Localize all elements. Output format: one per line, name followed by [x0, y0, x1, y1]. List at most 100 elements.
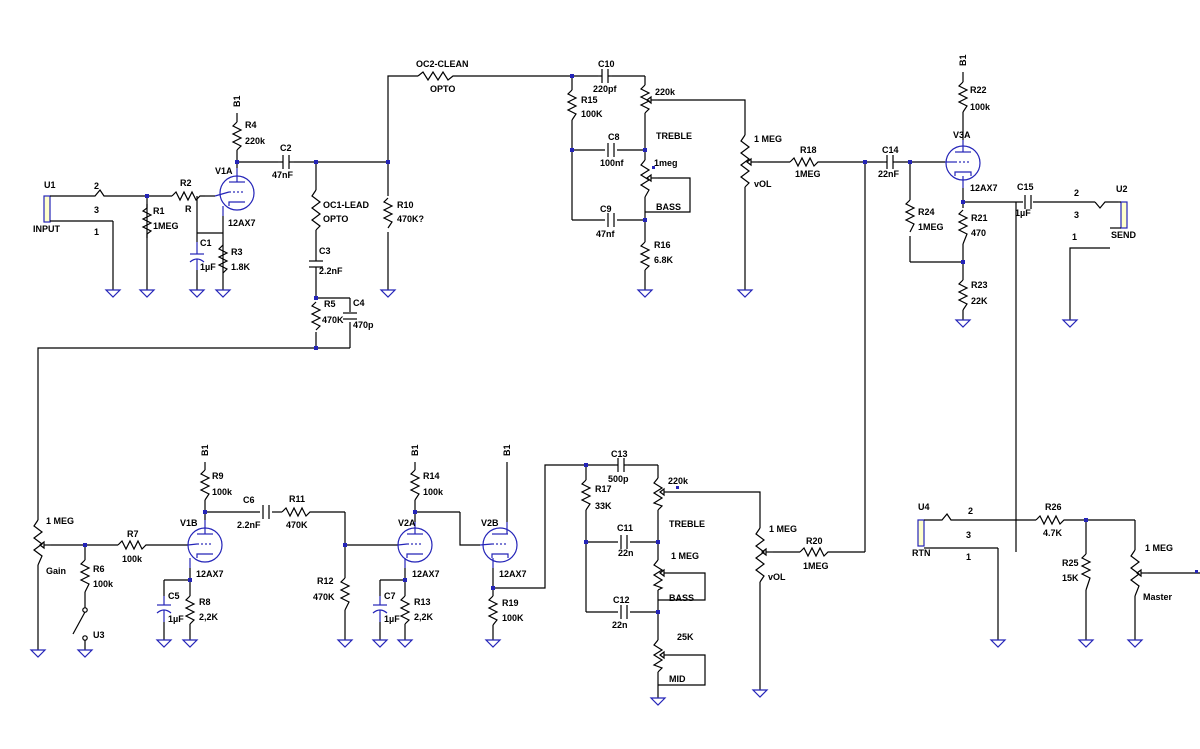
label-r9-value: 100k — [212, 487, 233, 497]
capacitor-c13 — [615, 458, 628, 472]
capacitor-c11 — [620, 535, 628, 549]
resistor-r24 — [904, 199, 916, 233]
resistor-r15 — [566, 89, 578, 121]
label-bass-2: BASS — [669, 593, 694, 603]
label-r15-value: 100K — [581, 109, 603, 119]
label-oc2: OC2-CLEAN — [416, 59, 469, 69]
pin-u2-2: 2 — [1074, 188, 1079, 198]
label-r20-value: 1MEG — [803, 561, 829, 571]
label-c15: C15 — [1017, 182, 1034, 192]
label-b1-v2b: B1 — [502, 444, 512, 456]
label-c14: C14 — [882, 145, 899, 155]
resistor-r25 — [1080, 553, 1092, 591]
labels: U1 INPUT 2 3 1 R1 1MEG R2 R B1 R4 220k V… — [33, 54, 1173, 684]
pin-u1-1: 1 — [94, 227, 99, 237]
resistor-r8 — [184, 595, 196, 625]
label-r9: R9 — [212, 471, 224, 481]
label-vol-2: vOL — [768, 572, 786, 582]
label-r17: R17 — [595, 484, 612, 494]
label-c6: C6 — [243, 495, 255, 505]
label-c15-value: 1µF — [1015, 208, 1031, 218]
label-c12-value: 22n — [612, 620, 628, 630]
capacitor-c8 — [607, 143, 615, 157]
tube-v1b — [187, 520, 223, 568]
label-r3: R3 — [231, 247, 243, 257]
label-c13-value: 500p — [608, 474, 629, 484]
label-r1-value: 1MEG — [153, 221, 179, 231]
pot-vol-1 — [740, 134, 758, 188]
jack-u1 — [43, 195, 51, 223]
label-r5: R5 — [324, 299, 336, 309]
label-meg-master: 1 MEG — [1145, 543, 1173, 553]
label-rtn: RTN — [912, 548, 931, 558]
pin-u2-3: 3 — [1074, 210, 1079, 220]
switch-u3 — [72, 607, 88, 641]
label-u4: U4 — [918, 502, 930, 512]
label-r22-value: 100k — [970, 102, 991, 112]
label-r25: R25 — [1062, 558, 1079, 568]
label-u2: U2 — [1116, 184, 1128, 194]
capacitor-c6 — [262, 505, 270, 519]
label-r2-value: R — [185, 204, 192, 214]
pin-u2-1: 1 — [1072, 232, 1077, 242]
pot-master — [1130, 549, 1148, 597]
label-c11-value: 22n — [618, 548, 634, 558]
label-r7-value: 100k — [122, 554, 143, 564]
opto-oc1 — [311, 189, 321, 231]
capacitor-c5 — [156, 596, 172, 622]
capacitor-c10 — [598, 69, 612, 83]
label-v1b-value: 12AX7 — [196, 569, 224, 579]
resistor-r21 — [957, 209, 969, 245]
label-meg-vol-2: 1 MEG — [769, 524, 797, 534]
resistor-r10 — [382, 197, 394, 229]
resistor-r23 — [957, 279, 969, 311]
capacitor-c2 — [278, 155, 294, 169]
label-r20: R20 — [806, 536, 823, 546]
resistor-r7 — [117, 539, 150, 551]
label-r21-value: 470 — [971, 228, 986, 238]
label-r23: R23 — [971, 280, 988, 290]
label-c3: C3 — [319, 246, 331, 256]
resistor-r22 — [957, 81, 969, 113]
label-r10: R10 — [397, 200, 414, 210]
ground-symbols — [29, 289, 1144, 706]
label-input: INPUT — [33, 224, 61, 234]
label-r6-value: 100k — [93, 579, 114, 589]
label-c7-value: 1µF — [384, 614, 400, 624]
label-pot-220k-1: 220k — [655, 87, 676, 97]
label-r4: R4 — [245, 120, 257, 130]
label-c14-value: 22nF — [878, 169, 900, 179]
label-r14-value: 100k — [423, 487, 444, 497]
label-meg-gain: 1 MEG — [46, 516, 74, 526]
label-c2: C2 — [280, 143, 292, 153]
label-c6-value: 2.2nF — [237, 520, 261, 530]
pot-bass-2 — [652, 559, 670, 591]
label-r24: R24 — [918, 207, 935, 217]
capacitor-c12 — [620, 605, 628, 619]
components — [29, 69, 1198, 706]
label-r19: R19 — [502, 598, 519, 608]
wires — [37, 72, 1200, 698]
label-r26-value: 4.7K — [1043, 528, 1063, 538]
label-r8-value: 2,2K — [199, 612, 219, 622]
label-v3a-value: 12AX7 — [970, 183, 998, 193]
label-v2a: V2A — [398, 518, 416, 528]
label-r18-value: 1MEG — [795, 169, 821, 179]
pot-gain — [33, 519, 51, 566]
resistor-r20 — [799, 546, 832, 558]
label-b1-v3a: B1 — [958, 54, 968, 66]
label-c9-value: 47nf — [596, 229, 616, 239]
label-c12: C12 — [613, 595, 630, 605]
label-send: SEND — [1111, 230, 1137, 240]
label-meg-bass-2: 1 MEG — [671, 551, 699, 561]
resistor-r3 — [217, 244, 229, 274]
label-c11: C11 — [617, 523, 633, 533]
label-b1-v2a: B1 — [410, 444, 420, 456]
label-r2: R2 — [180, 178, 192, 188]
label-v2a-value: 12AX7 — [412, 569, 440, 579]
pin-u1-3: 3 — [94, 205, 99, 215]
label-c13: C13 — [611, 449, 628, 459]
label-r4-value: 220k — [245, 136, 266, 146]
label-r16: R16 — [654, 240, 671, 250]
label-r12-value: 470K — [313, 592, 335, 602]
